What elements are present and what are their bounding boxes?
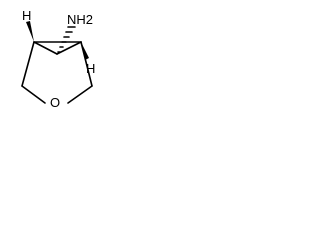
bond-o3-c4 xyxy=(67,85,93,104)
oxygen-label: O xyxy=(50,95,60,110)
bond-c2-o3 xyxy=(21,85,46,104)
wedge-bond-right-h xyxy=(81,42,89,60)
bond-c1-c2 xyxy=(21,41,35,87)
hashed-bond-amine xyxy=(57,26,76,53)
bond-c1-c6 xyxy=(33,41,58,55)
chemical-structure-diagram: NH2 H H O xyxy=(21,8,95,110)
right-hydrogen-label: H xyxy=(86,61,95,76)
amine-label: NH2 xyxy=(67,12,93,27)
wedge-bond-left-h xyxy=(26,21,34,42)
bond-c5-c6 xyxy=(56,41,82,55)
left-hydrogen-label: H xyxy=(22,8,31,23)
